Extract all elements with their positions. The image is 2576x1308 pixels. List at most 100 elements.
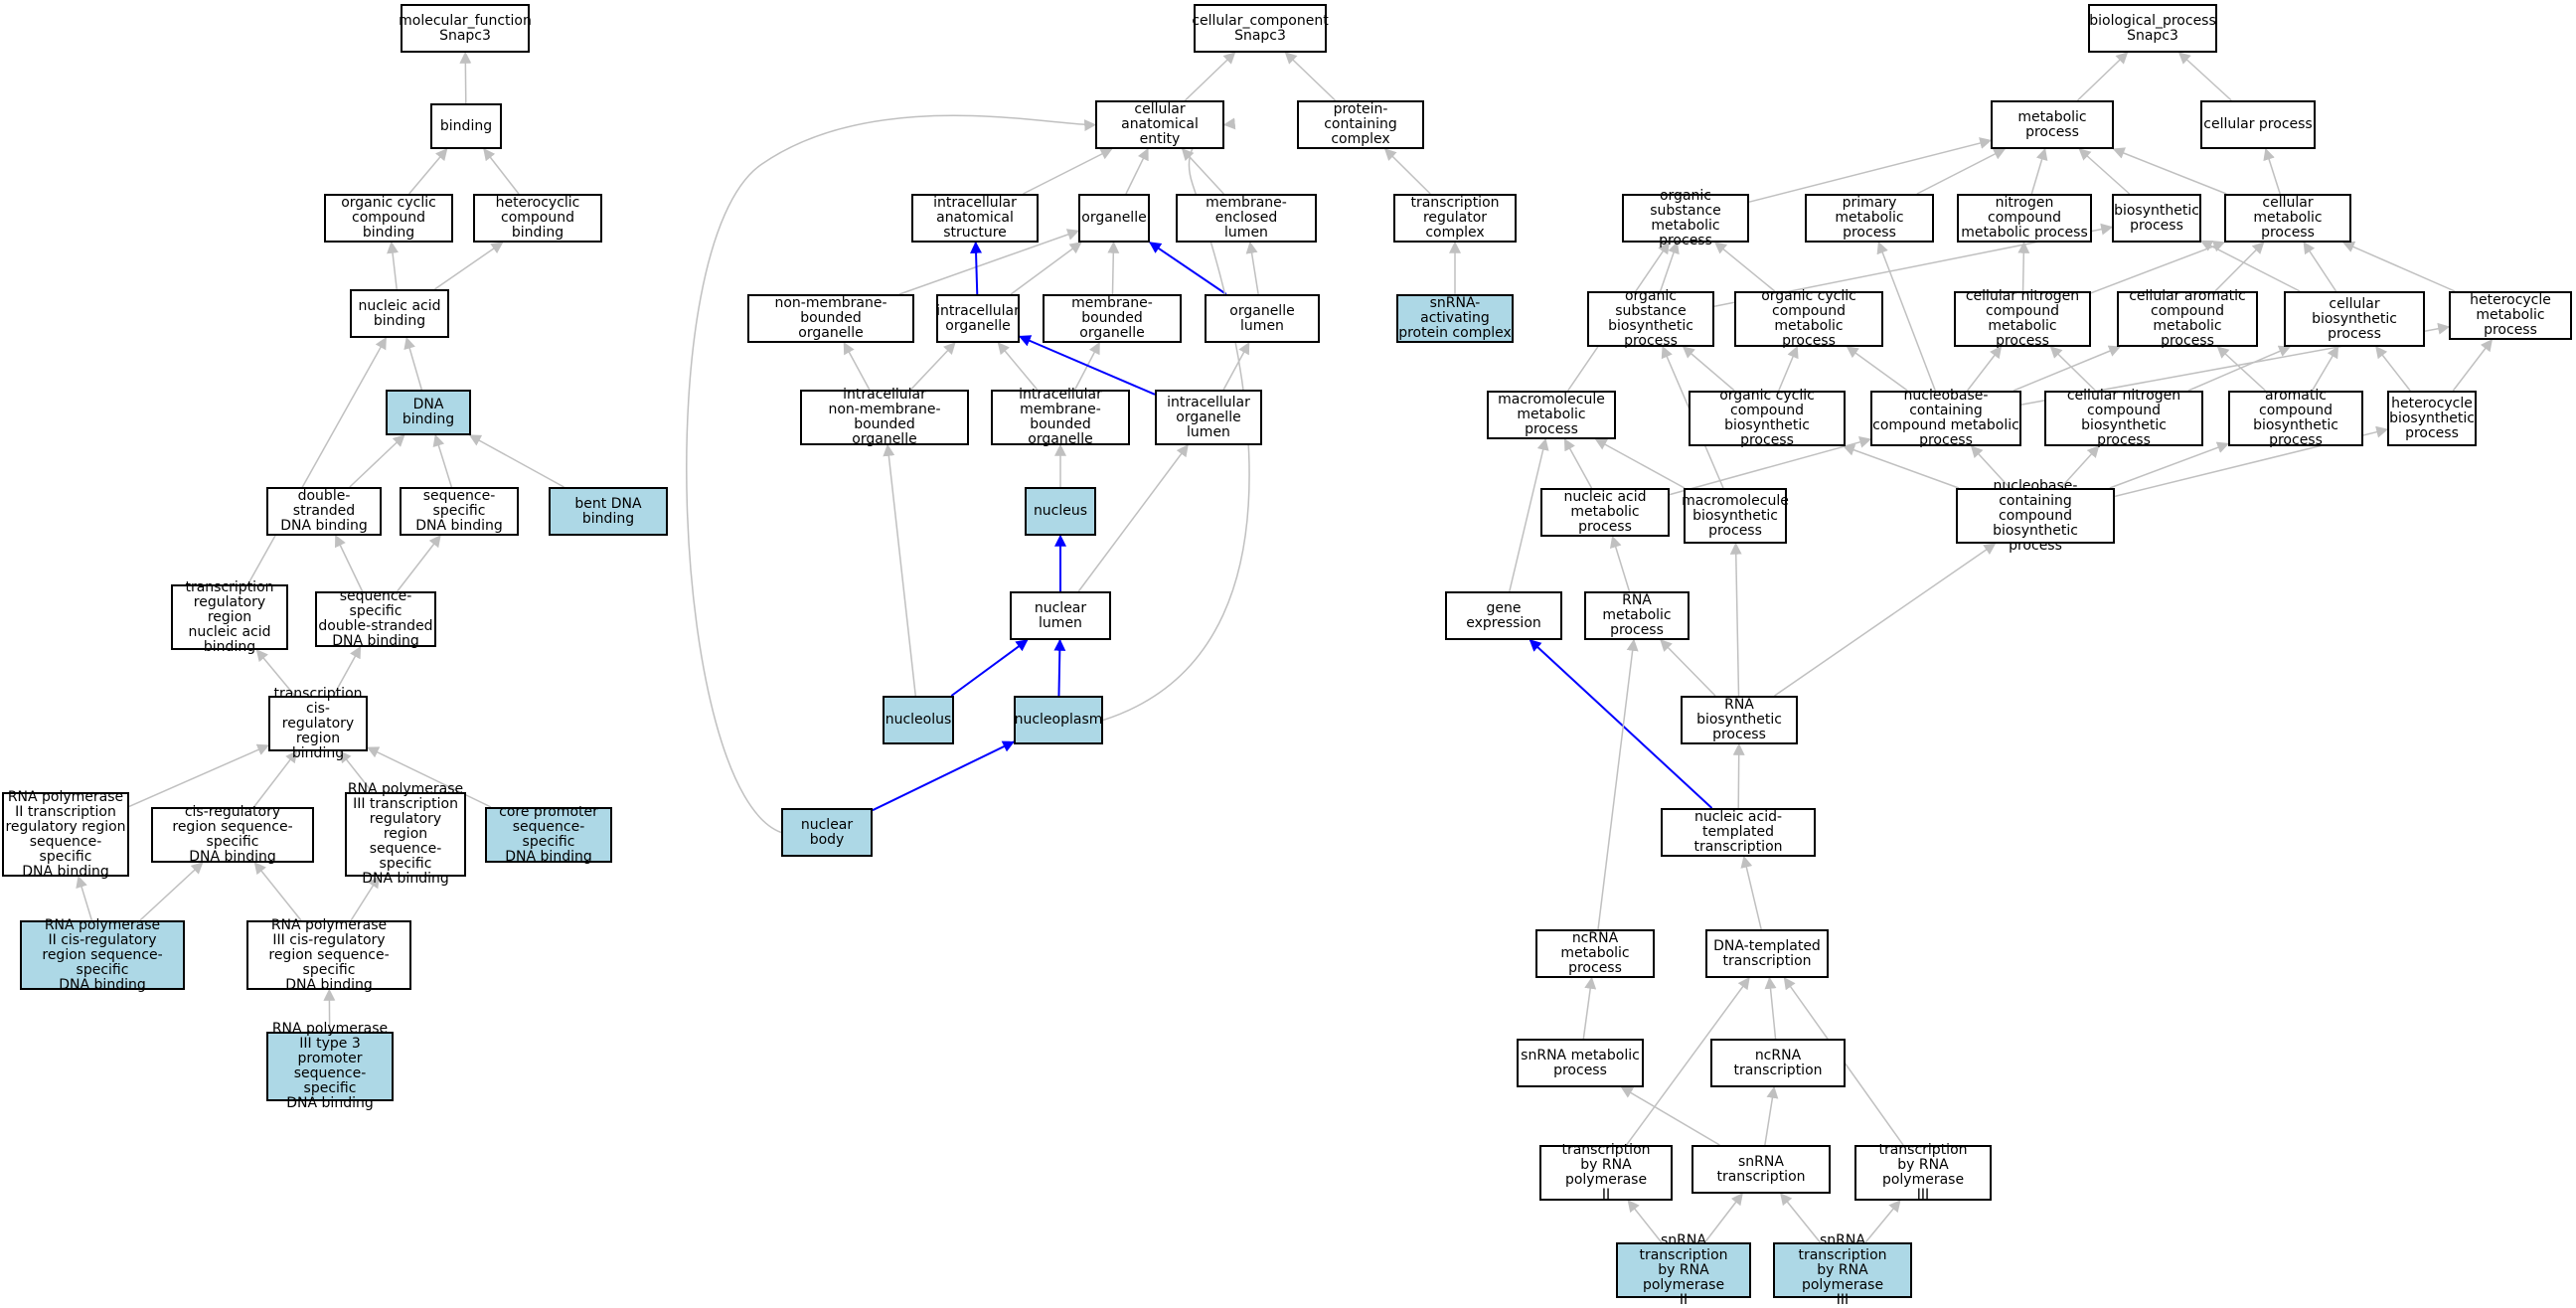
node-rnap3_tr: RNA polymerase III transcription regulat… — [345, 792, 466, 877]
edge-binding-to-mf — [465, 53, 466, 103]
edge-cp-to-bp — [2179, 53, 2231, 100]
node-label: cellular process — [2203, 117, 2312, 132]
edge-osmp-to-mp — [1749, 140, 1991, 202]
edge-cmp-to-cp — [2266, 149, 2280, 194]
edge-nb-to-nucleoplasm — [873, 741, 1014, 810]
node-ds_dna: double-stranded DNA binding — [266, 487, 382, 536]
edge-bsp-to-mp — [2079, 149, 2129, 194]
node-label: nucleobase-containing compound metabolic… — [1872, 389, 2019, 448]
edge-org_cyc_cb-to-binding — [409, 149, 447, 194]
node-cae: cellular anatomical entity — [1095, 100, 1224, 149]
edge-hmp-to-cmp — [2343, 243, 2455, 291]
node-binding: binding — [430, 103, 502, 149]
node-osbp: organic substance biosynthetic process — [1587, 291, 1714, 347]
node-label: nucleolus — [886, 713, 952, 728]
node-label: binding — [440, 119, 492, 134]
node-namp: nucleic acid metabolic process — [1540, 488, 1670, 537]
node-label: intracellular non-membrane-bounded organ… — [802, 388, 967, 447]
edge-hbp-to-hmp — [2453, 340, 2492, 391]
node-bp: biological_process Snapc3 — [2088, 4, 2217, 53]
node-label: sequence-specific double-stranded DNA bi… — [317, 589, 434, 649]
edge-het_cb-to-binding — [484, 149, 519, 194]
edge-cmp-to-mp — [2114, 149, 2226, 194]
edge-rnap2_tr-to-tcr_binding — [129, 745, 268, 806]
node-ol: organelle lumen — [1205, 294, 1320, 343]
node-ncrnat: ncRNA transcription — [1710, 1039, 1846, 1087]
node-mel: membrane-enclosed lumen — [1176, 194, 1317, 243]
edge-nbcbp-to-acbp — [2110, 443, 2228, 488]
edge-trc-to-pcc — [1385, 149, 1430, 194]
edge-ss_dna-to-dna_binding — [435, 435, 451, 487]
edge-ol-to-organelle — [1150, 243, 1226, 294]
edge-dna_binding-to-na_binding — [406, 338, 421, 390]
node-cbp: cellular biosynthetic process — [2284, 291, 2425, 347]
node-bsp: biosynthetic process — [2112, 194, 2201, 243]
node-label: non-membrane-bounded organelle — [749, 296, 912, 341]
edge-acbp-to-cbp — [2313, 347, 2338, 391]
node-label: heterocycle biosynthetic process — [2389, 397, 2475, 441]
node-occbp: organic cyclic compound biosynthetic pro… — [1689, 391, 1846, 446]
node-dna_binding: DNA binding — [386, 390, 471, 435]
node-label: nucleic acid-templated transcription — [1663, 810, 1814, 855]
edge-rnabp-to-rnamp — [1661, 640, 1715, 696]
edge-inmbo-to-io — [910, 343, 954, 390]
node-snrnat2: snRNA transcription by RNA polymerase II — [1616, 1242, 1751, 1298]
node-label: nucleic acid metabolic process — [1542, 490, 1668, 535]
node-label: heterocyclic compound binding — [475, 196, 600, 241]
node-label: RNA metabolic process — [1586, 593, 1688, 638]
node-label: biological_process Snapc3 — [2089, 14, 2216, 44]
node-snrnat3: snRNA transcription by RNA polymerase II… — [1773, 1242, 1912, 1298]
node-label: RNA polymerase III transcription regulat… — [347, 782, 464, 887]
edge-na_binding-to-org_cyc_cb — [392, 243, 397, 289]
edge-mbp-to-mmp — [1596, 439, 1685, 488]
node-tcr_binding: transcription cis-regulatory region bind… — [268, 696, 368, 751]
edge-ol-to-mel — [1250, 243, 1258, 294]
edge-ncmp-to-mp — [2031, 149, 2044, 194]
edge-dtt-to-natt — [1744, 857, 1761, 929]
edge-occbp-to-osbp — [1684, 347, 1734, 391]
node-label: intracellular membrane-bounded organelle — [993, 388, 1128, 447]
node-rnap3_t3: RNA polymerase III type 3 promoter seque… — [266, 1032, 394, 1101]
node-label: transcription by RNA polymerase III — [1856, 1143, 1990, 1203]
node-snrnat: snRNA transcription — [1691, 1145, 1831, 1194]
edge-rnap3_cis-to-cis_reg_ss — [254, 863, 300, 920]
edge-rnabp-to-nbcbp — [1775, 544, 1996, 696]
edge-cncbp-to-cncmp — [2051, 347, 2096, 391]
node-label: macromolecule metabolic process — [1489, 393, 1614, 437]
node-occmp: organic cyclic compound metabolic proces… — [1734, 291, 1883, 347]
node-label: transcription cis-regulatory region bind… — [270, 687, 366, 761]
edge-hbp-to-cbp — [2376, 347, 2410, 391]
node-nucleolus: nucleolus — [883, 696, 954, 744]
edge-natt-to-rnabp — [1738, 744, 1739, 808]
node-label: snRNA transcription by RNA polymerase II… — [1775, 1233, 1910, 1308]
node-label: nucleus — [1034, 504, 1087, 519]
node-ge: gene expression — [1445, 591, 1562, 640]
node-cncmp: cellular nitrogen compound metabolic pro… — [1954, 291, 2091, 347]
node-label: nuclear body — [783, 818, 871, 848]
node-label: aromatic compound biosynthetic process — [2230, 389, 2361, 448]
node-cc: cellular_component Snapc3 — [1194, 4, 1327, 53]
edge-nbcmp-to-cncmp — [1968, 347, 2002, 391]
edge-nbcbp-to-occbp — [1844, 446, 1959, 488]
edge-ss_ds_dna-to-ss_dna — [398, 536, 440, 591]
edge-nucleolus-to-nl — [951, 640, 1027, 696]
node-mp: metabolic process — [1991, 100, 2114, 149]
node-ss_ds_dna: sequence-specific double-stranded DNA bi… — [315, 591, 436, 647]
node-label: cellular_component Snapc3 — [1192, 14, 1328, 44]
node-label: bent DNA binding — [551, 497, 666, 527]
edge-nucleolus-to-inmbo — [887, 445, 915, 696]
node-label: organic cyclic compound binding — [326, 196, 451, 241]
node-label: intracellular anatomical structure — [913, 196, 1037, 241]
node-cacmp: cellular aromatic compound metabolic pro… — [2117, 291, 2258, 347]
edge-io-to-ias — [976, 243, 978, 294]
edge-bent_dna-to-dna_binding — [470, 435, 564, 487]
node-imbo: intracellular membrane-bounded organelle — [991, 390, 1130, 445]
node-inmbo: intracellular non-membrane-bounded organ… — [800, 390, 969, 445]
node-label: protein-containing complex — [1299, 102, 1422, 147]
node-label: snRNA transcription — [1693, 1155, 1829, 1185]
node-snrnamp: snRNA metabolic process — [1517, 1039, 1644, 1087]
edge-mel-to-cae — [1183, 149, 1224, 194]
edge-snrnat-to-snrnamp — [1622, 1087, 1720, 1145]
edge-mp-to-bp — [2078, 53, 2128, 100]
node-tr_reg_na: transcription regulatory region nucleic … — [171, 584, 288, 650]
